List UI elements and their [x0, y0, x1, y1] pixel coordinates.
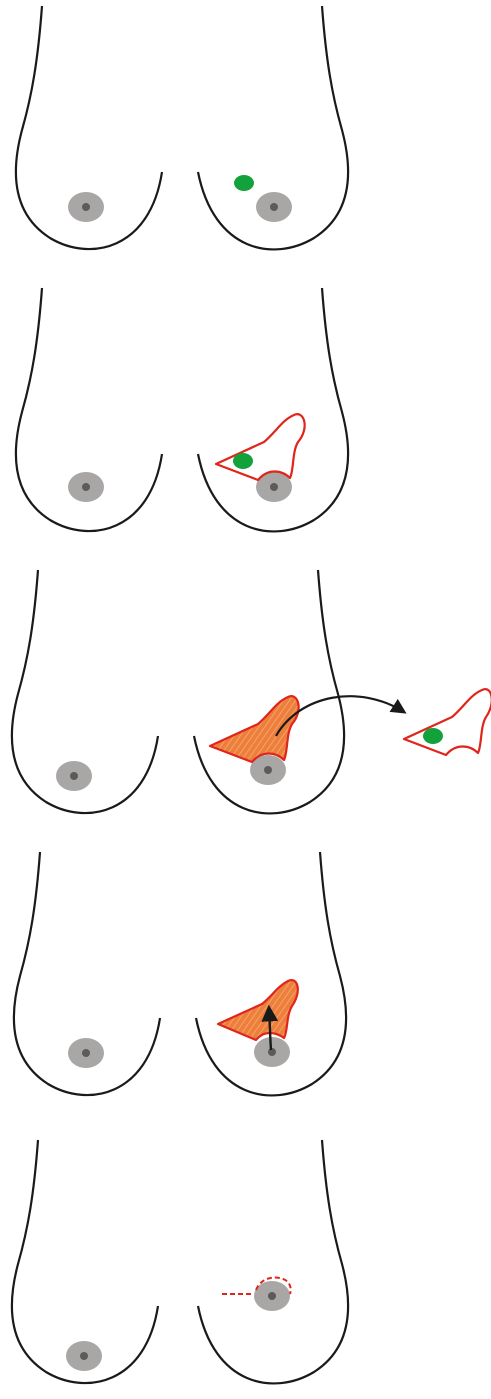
left-nipple	[82, 483, 90, 491]
right-nipple	[270, 483, 278, 491]
left-nipple	[70, 772, 78, 780]
excision-cavity	[210, 696, 299, 762]
step-3-panel	[12, 570, 491, 813]
lesion	[234, 175, 254, 191]
step-1-panel	[16, 6, 348, 249]
lesion	[233, 453, 253, 469]
excision-cavity	[218, 980, 298, 1040]
step-2-panel	[16, 288, 348, 531]
left-nipple	[82, 203, 90, 211]
removed-specimen	[404, 689, 491, 755]
step-4-panel	[14, 852, 346, 1095]
excision-outline	[216, 414, 305, 480]
right-nipple	[268, 1292, 276, 1300]
torso-outline	[198, 1140, 348, 1383]
right-nipple	[264, 766, 272, 774]
left-nipple	[82, 1049, 90, 1057]
right-nipple	[270, 203, 278, 211]
step-5-panel	[12, 1140, 348, 1383]
left-nipple	[80, 1352, 88, 1360]
lesion	[423, 728, 443, 744]
